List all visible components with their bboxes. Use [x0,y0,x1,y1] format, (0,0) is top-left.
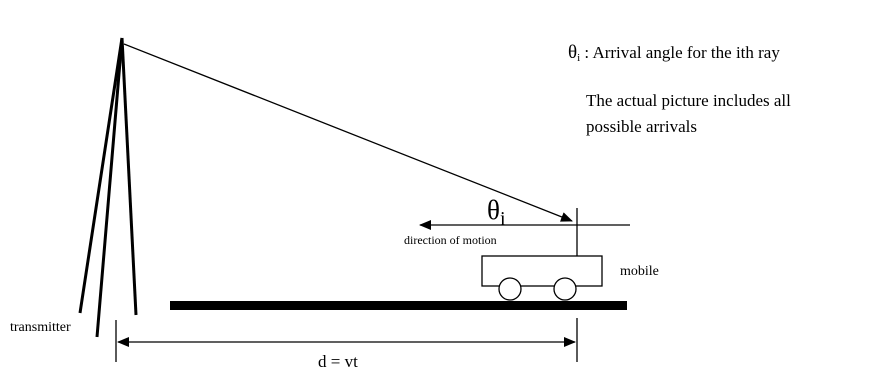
mobile-vehicle [481,255,603,301]
distance-label: d = vt [318,352,358,371]
angle-label: θi [487,195,506,230]
legend-note: θi : Arrival angle for the ith ray [568,42,780,64]
tower-leg-right [120,37,138,316]
mobile-wheel-right [553,277,577,301]
theta-symbol: θ [568,42,578,63]
mobile-label: mobile [620,264,659,279]
transmitter-tower [78,37,138,338]
mobile-wheel-left [498,277,522,301]
mobile-body [481,255,603,287]
angle-subscript: i [500,208,506,230]
arrivals-line-1: The actual picture includes all [586,91,791,110]
angle-symbol: θ [487,195,500,225]
direction-label: direction of motion [404,233,497,247]
legend-text: : Arrival angle for the ith ray [580,43,780,62]
tower-leg-middle [95,37,124,338]
arrivals-note: The actual picture includes all possible… [586,88,881,140]
incoming-ray [123,43,573,222]
tower-leg-left [78,37,124,314]
arrivals-line-2: possible arrivals [586,117,697,136]
ground-bar [170,301,627,310]
theta-subscript: i [577,52,581,64]
transmitter-label: transmitter [10,320,71,335]
